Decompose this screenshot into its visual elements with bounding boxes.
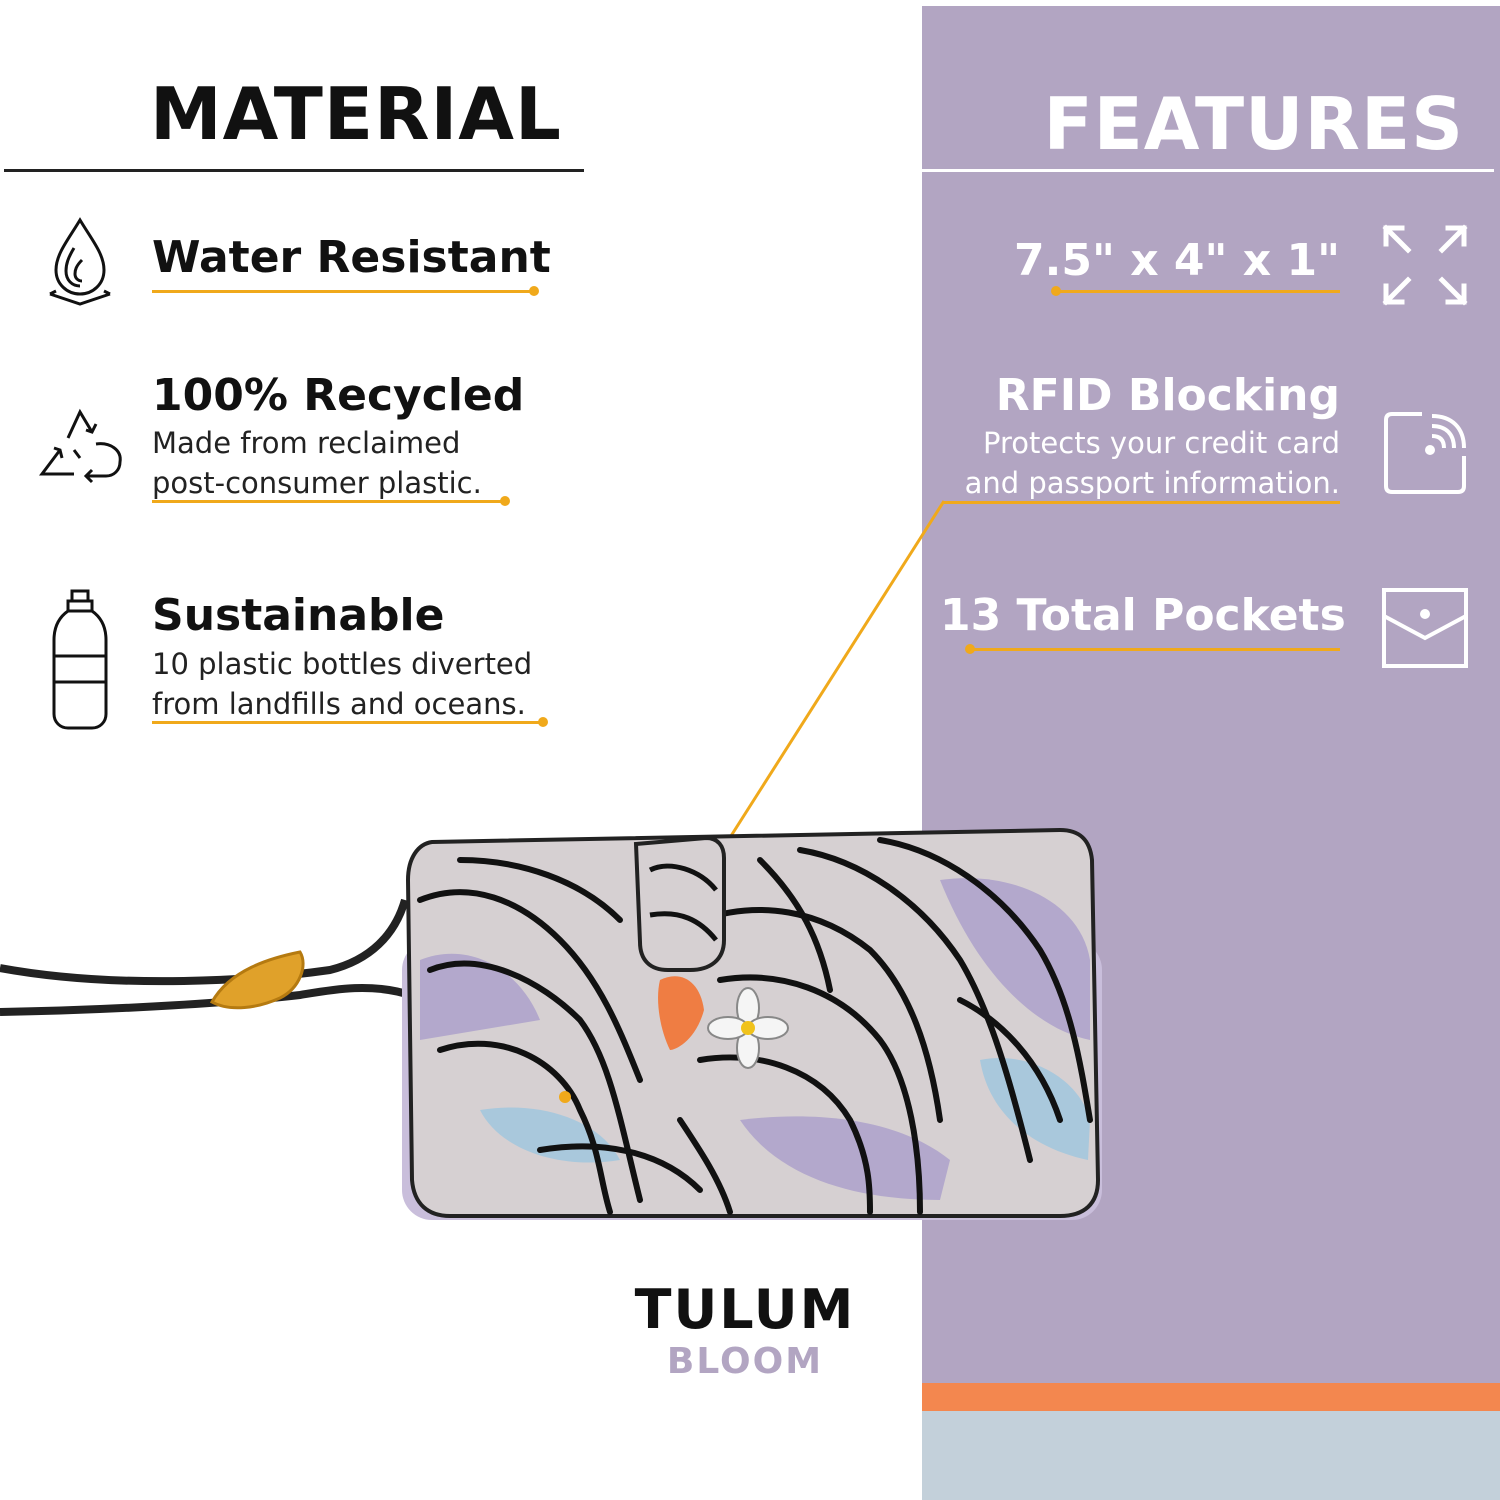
material-title: MATERIAL — [150, 72, 562, 156]
pockets-heading: 13 Total Pockets — [940, 590, 1346, 641]
recycled-dot — [500, 496, 510, 506]
sustainable-desc-line2: from landfills and oceans. — [152, 687, 526, 721]
dimensions-heading: 7.5" x 4" x 1" — [1014, 235, 1340, 286]
blue-stripe — [922, 1411, 1500, 1500]
sustainable-desc-line1: 10 plastic bottles diverted — [152, 647, 533, 681]
features-title: FEATURES — [1043, 82, 1464, 166]
bottle-icon — [52, 589, 108, 730]
sustainable-underline — [152, 721, 542, 724]
water-resistant-dot — [529, 286, 539, 296]
product-pattern: BLOOM — [666, 1341, 824, 1382]
sustainable-dot — [538, 717, 548, 727]
expand-arrows-icon — [1382, 224, 1468, 306]
orange-stripe — [922, 1383, 1500, 1411]
rfid-desc-line1: Protects your credit card — [983, 426, 1340, 460]
pockets-dot — [965, 644, 975, 654]
dimensions-underline — [1056, 290, 1340, 293]
product-name: TULUM — [634, 1278, 856, 1341]
recycled-heading: 100% Recycled — [152, 370, 525, 421]
recycled-desc-line1: Made from reclaimed — [152, 426, 461, 460]
water-drop-icon — [49, 217, 111, 306]
recycle-icon — [39, 408, 122, 484]
rfid-heading: RFID Blocking — [995, 370, 1340, 421]
dimensions-dot — [1051, 286, 1061, 296]
recycled-underline — [152, 500, 506, 503]
sustainable-heading: Sustainable — [152, 590, 445, 641]
features-panel — [922, 6, 1500, 1500]
features-divider — [922, 169, 1494, 172]
envelope-pocket-icon — [1382, 588, 1468, 668]
recycled-desc-line2: post-consumer plastic. — [152, 466, 482, 500]
rfid-card-icon — [1384, 412, 1466, 494]
material-divider — [4, 169, 584, 172]
water-resistant-heading: Water Resistant — [152, 232, 551, 283]
wallet-image — [0, 827, 1102, 1220]
rfid-underline — [944, 501, 1340, 504]
water-resistant-underline — [152, 290, 533, 293]
rfid-desc-line2: and passport information. — [964, 466, 1340, 500]
pockets-underline — [970, 648, 1340, 651]
